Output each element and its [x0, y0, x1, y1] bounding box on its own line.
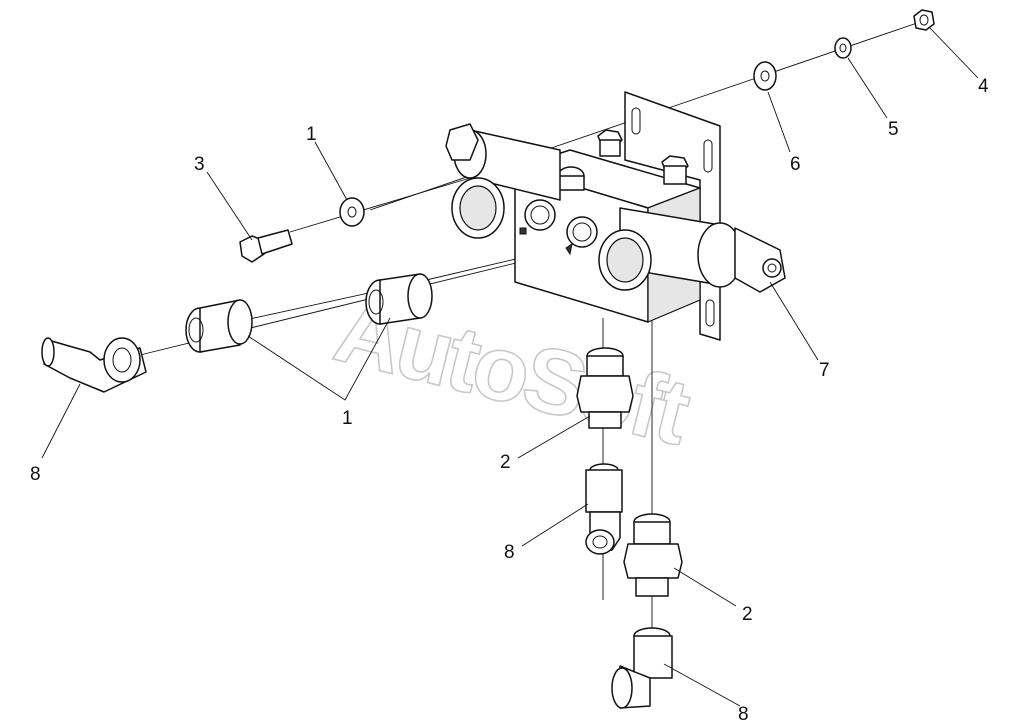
adapter-part-1-left [185, 299, 253, 353]
spring-washer-part-5 [834, 37, 852, 59]
adapter-part-1-right [365, 273, 433, 325]
right-solenoid [598, 207, 786, 293]
elbow-part-8-bottom [611, 627, 673, 709]
callout-8-middle: 8 [504, 542, 515, 563]
callout-2-upper: 2 [500, 452, 511, 473]
callout-4: 4 [978, 76, 989, 97]
nut-part-4 [913, 9, 935, 31]
left-solenoid [445, 123, 561, 239]
washer-part-1 [339, 197, 365, 227]
valve-body [514, 149, 701, 323]
mounting-bracket [624, 91, 721, 341]
callout-1-bottom: 1 [342, 408, 353, 429]
callout-8-bottom: 8 [738, 704, 749, 725]
callout-5: 5 [888, 119, 899, 140]
callout-6: 6 [790, 154, 801, 175]
bolt-part-3 [239, 229, 293, 263]
leader-lines [41, 27, 979, 707]
callout-1-top: 1 [306, 124, 317, 145]
top-bolts [557, 129, 689, 191]
washer-part-6 [753, 61, 777, 91]
fitting-part-2-lower [623, 513, 683, 597]
callout-labels: 1 3 4 5 6 7 1 8 2 8 2 8 [30, 76, 989, 725]
fitting-part-2-upper [576, 347, 634, 429]
elbow-part-8-left [41, 337, 147, 393]
callout-8-left: 8 [30, 464, 41, 485]
callout-7: 7 [819, 360, 830, 381]
elbow-part-8-middle [585, 463, 623, 555]
callout-2-lower: 2 [742, 604, 753, 625]
callout-3: 3 [194, 154, 205, 175]
